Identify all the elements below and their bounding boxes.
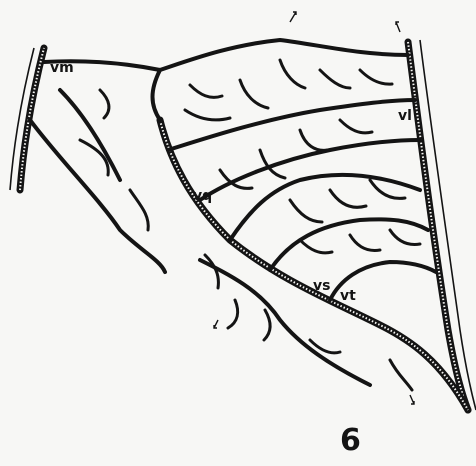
vq-vein [168, 100, 420, 200]
label-vl: vl [398, 108, 412, 124]
label-vq: vq [193, 188, 212, 204]
label-vm: vm [50, 60, 74, 76]
fine-veins [80, 60, 420, 390]
upper-vein [44, 40, 408, 120]
label-vt: vt [340, 288, 356, 304]
left-margin [10, 48, 44, 190]
label-vs: vs [313, 278, 330, 294]
secondary-veins [30, 90, 436, 385]
figure-number: 6 [340, 423, 361, 458]
